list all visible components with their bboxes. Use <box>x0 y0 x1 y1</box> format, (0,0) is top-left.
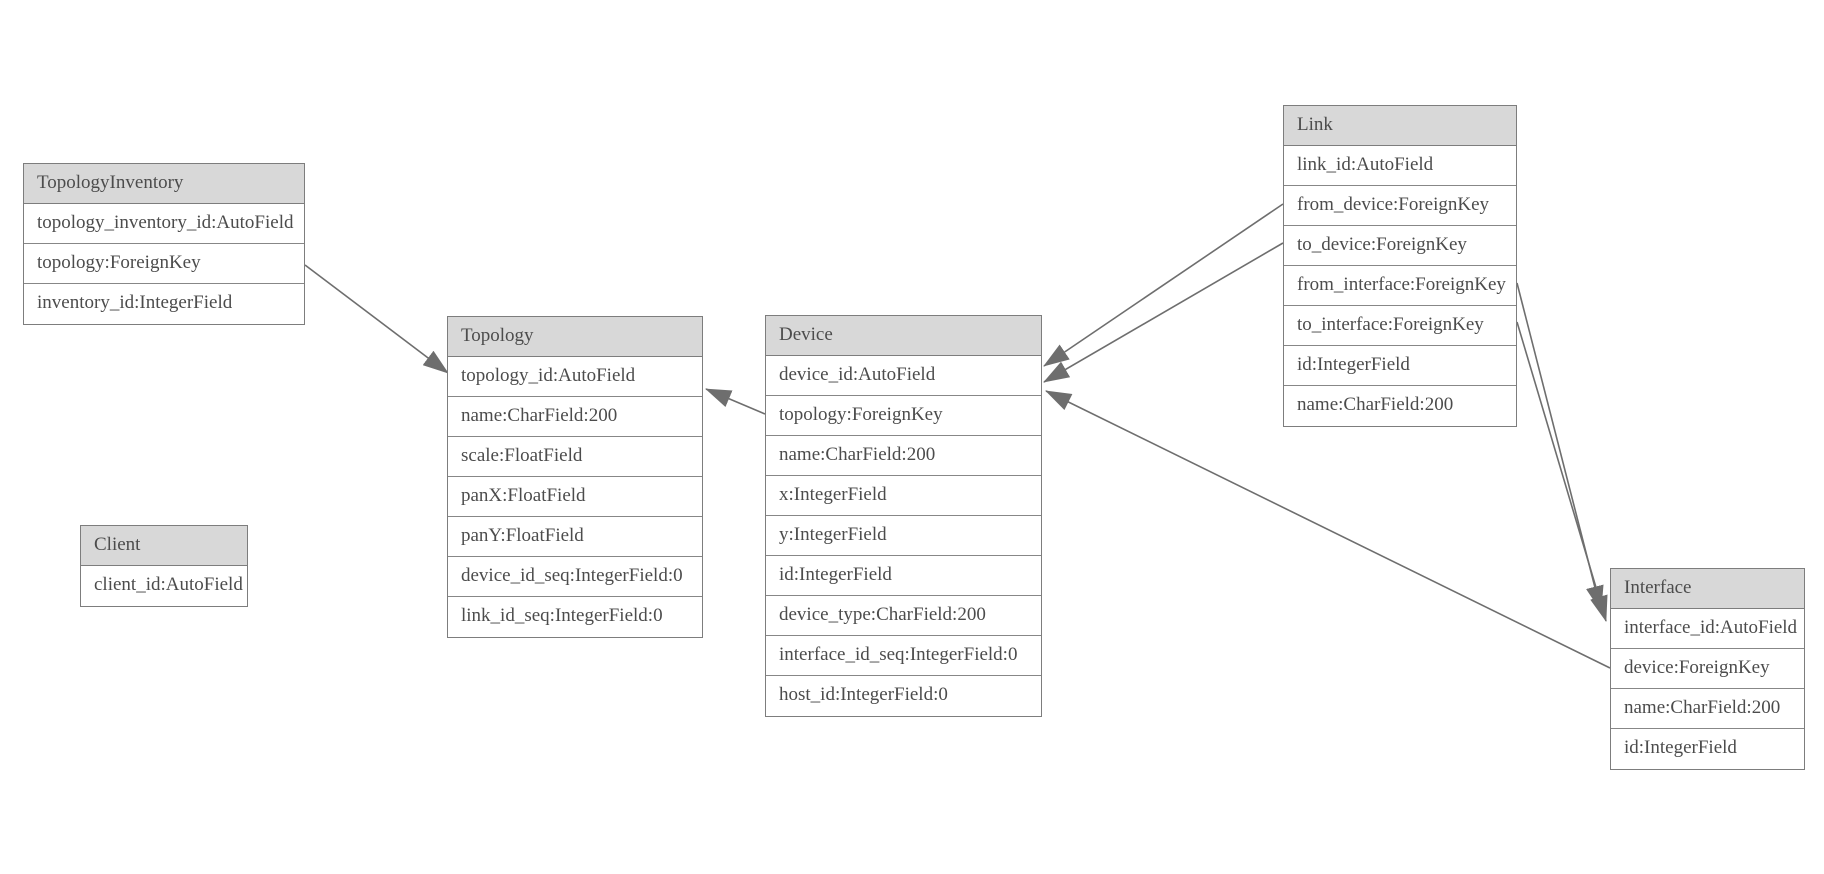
entity-field: name:CharField:200 <box>766 436 1041 476</box>
entity-field: topology_inventory_id:AutoField <box>24 204 304 244</box>
entity-field: topology_id:AutoField <box>448 357 702 397</box>
entity-field: device_type:CharField:200 <box>766 596 1041 636</box>
entity-title-interface: Interface <box>1611 569 1804 609</box>
entity-field: inventory_id:IntegerField <box>24 284 304 324</box>
entity-field: name:CharField:200 <box>448 397 702 437</box>
entity-field: interface_id:AutoField <box>1611 609 1804 649</box>
entity-field: client_id:AutoField <box>81 566 247 606</box>
entity-field: name:CharField:200 <box>1611 689 1804 729</box>
entity-field: to_device:ForeignKey <box>1284 226 1516 266</box>
entity-title-client: Client <box>81 526 247 566</box>
entity-field: interface_id_seq:IntegerField:0 <box>766 636 1041 676</box>
entity-title-topology: Topology <box>448 317 702 357</box>
entity-field: topology:ForeignKey <box>766 396 1041 436</box>
entity-field: x:IntegerField <box>766 476 1041 516</box>
entity-field: device:ForeignKey <box>1611 649 1804 689</box>
entity-title-link: Link <box>1284 106 1516 146</box>
entity-field: name:CharField:200 <box>1284 386 1516 426</box>
entity-field: from_device:ForeignKey <box>1284 186 1516 226</box>
entity-field: device_id:AutoField <box>766 356 1041 396</box>
entity-field: scale:FloatField <box>448 437 702 477</box>
entity-field: id:IntegerField <box>1611 729 1804 769</box>
entity-field: link_id:AutoField <box>1284 146 1516 186</box>
entity-field: topology:ForeignKey <box>24 244 304 284</box>
entity-field: link_id_seq:IntegerField:0 <box>448 597 702 637</box>
entity-field: id:IntegerField <box>1284 346 1516 386</box>
entity-title-topologyinventory: TopologyInventory <box>24 164 304 204</box>
entity-field: from_interface:ForeignKey <box>1284 266 1516 306</box>
entity-field: id:IntegerField <box>766 556 1041 596</box>
entity-field: device_id_seq:IntegerField:0 <box>448 557 702 597</box>
entity-title-device: Device <box>766 316 1041 356</box>
entity-field: to_interface:ForeignKey <box>1284 306 1516 346</box>
entity-field: panY:FloatField <box>448 517 702 557</box>
entity-field: host_id:IntegerField:0 <box>766 676 1041 716</box>
entity-field: panX:FloatField <box>448 477 702 517</box>
entity-field: y:IntegerField <box>766 516 1041 556</box>
